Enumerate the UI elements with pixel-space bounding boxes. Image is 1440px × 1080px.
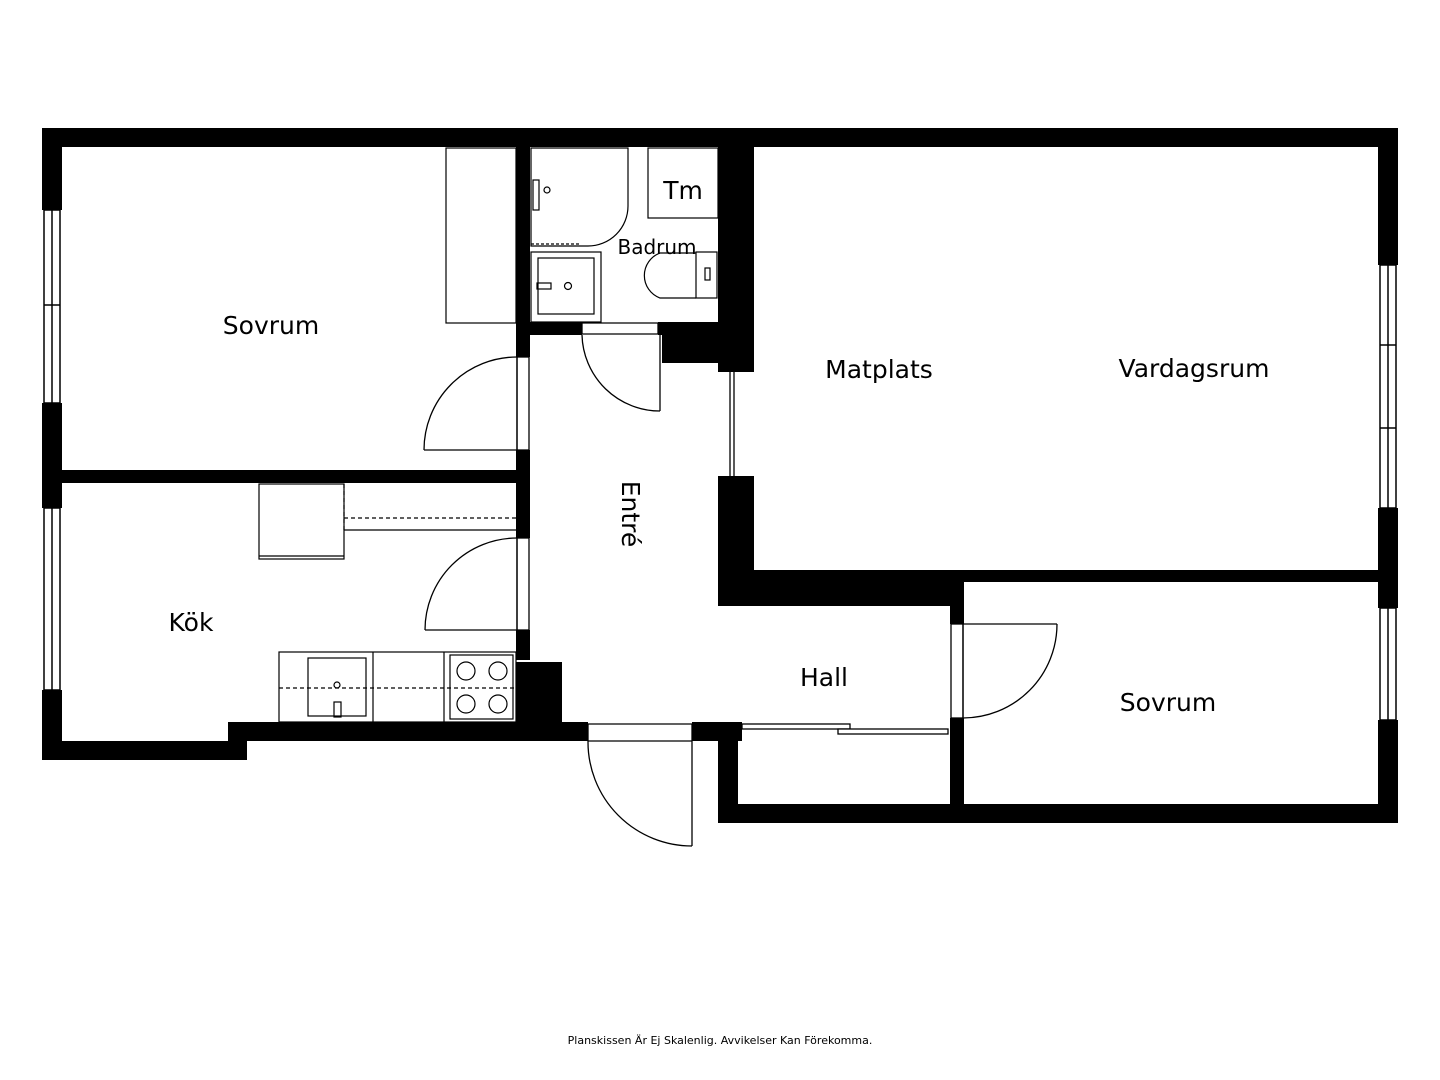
room-labels: Sovrum Badrum Tm Matplats Vardagsrum Ent… (169, 176, 1270, 717)
room-label-entre: Entré (616, 481, 645, 548)
room-label-sovrum-nw: Sovrum (223, 311, 319, 340)
disclaimer-text: Planskissen Är Ej Skalenlig. Avvikelser … (567, 1034, 873, 1047)
walls (42, 128, 1398, 823)
fixtures (258, 147, 719, 723)
windows (43, 209, 1397, 721)
room-label-hall: Hall (800, 663, 848, 692)
room-label-matplats: Matplats (825, 355, 933, 384)
room-label-tm: Tm (662, 176, 703, 205)
doors (423, 322, 1058, 847)
room-label-sovrum-se: Sovrum (1120, 688, 1216, 717)
room-label-vardagsrum: Vardagsrum (1119, 354, 1270, 383)
room-label-kok: Kök (169, 608, 214, 637)
room-label-badrum: Badrum (617, 235, 696, 259)
